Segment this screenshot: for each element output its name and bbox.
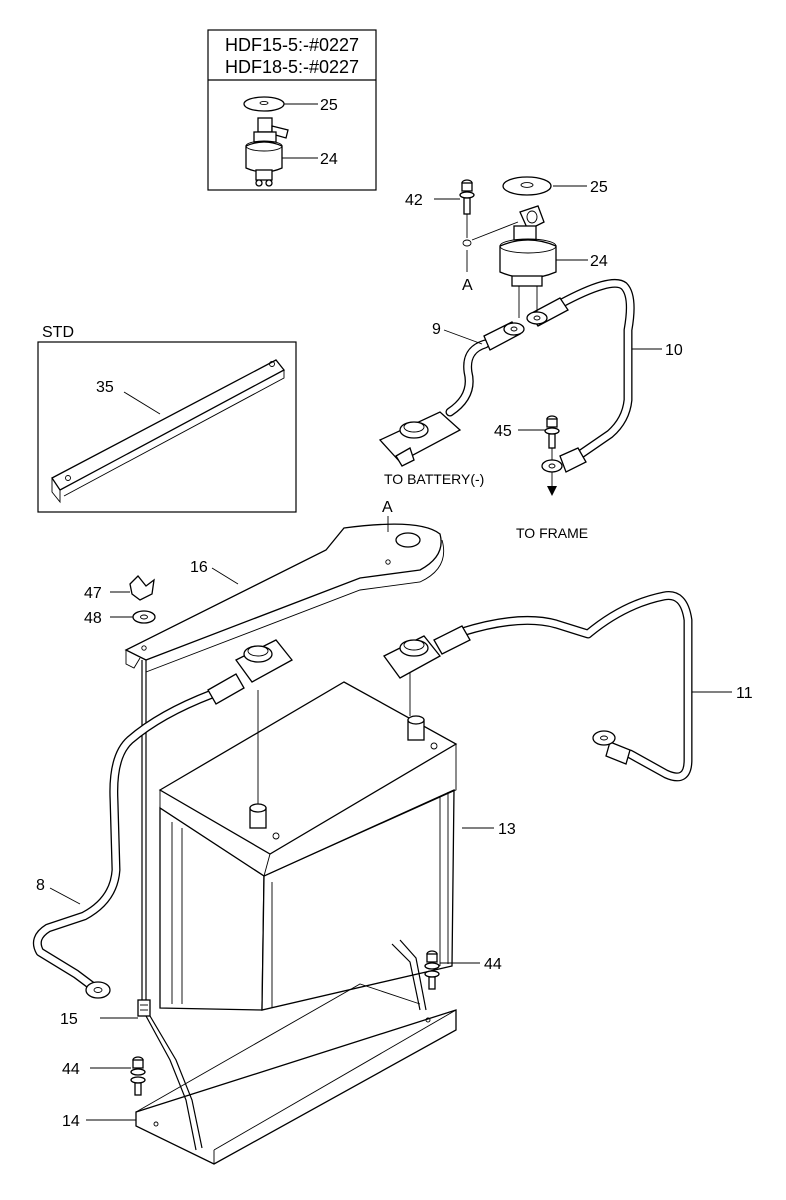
- callout-A-top: A: [462, 277, 473, 294]
- holddown-bracket-16: [124, 516, 445, 673]
- callout-47: 47: [84, 585, 102, 602]
- bolt-45: [518, 415, 560, 496]
- cable-11: [383, 591, 732, 782]
- callout-42: 42: [405, 192, 423, 209]
- inset-variant-box: HDF15-5:-#0227 HDF18-5:-#0227 25 24: [207, 29, 377, 191]
- battery-tray-14: [86, 939, 457, 1165]
- callout-A-bracket: A: [382, 499, 393, 516]
- callout-13: 13: [498, 821, 516, 838]
- inset-header-line2: HDF18-5:-#0227: [225, 57, 359, 77]
- callout-48: 48: [84, 610, 102, 627]
- to-battery-label: TO BATTERY(-): [384, 471, 484, 487]
- inset-key-switch-24: [245, 117, 318, 187]
- bolt-44-left: [90, 1056, 146, 1096]
- callout-24: 24: [590, 253, 608, 270]
- callout-8: 8: [36, 877, 45, 894]
- callout-10: 10: [665, 342, 683, 359]
- inset-header-line1: HDF15-5:-#0227: [225, 35, 359, 55]
- bolt-42: [434, 179, 475, 247]
- callout-11: 11: [736, 685, 753, 702]
- inset-washer-25: [243, 96, 318, 112]
- callout-14: 14: [62, 1113, 80, 1130]
- callout-44-right: 44: [484, 956, 502, 973]
- cable-10: [526, 278, 662, 473]
- key-switch-24: [499, 205, 588, 287]
- washer-25: [502, 176, 587, 196]
- std-label-35: 35: [96, 379, 114, 396]
- bolt-44-right: [424, 950, 480, 990]
- to-frame-label: TO FRAME: [516, 525, 588, 541]
- washer-48: [110, 610, 156, 624]
- inset-label-24: 24: [320, 151, 338, 168]
- callout-45: 45: [494, 423, 512, 440]
- callout-9: 9: [432, 321, 441, 338]
- callout-16: 16: [190, 559, 208, 576]
- cable-8: [32, 639, 293, 999]
- inset-label-25: 25: [320, 97, 338, 114]
- std-box: STD 35: [37, 324, 297, 513]
- battery-13: [158, 672, 494, 1011]
- j-bolt-15: [100, 660, 151, 1019]
- std-title: STD: [42, 324, 74, 341]
- callout-44-left: 44: [62, 1061, 80, 1078]
- callout-25: 25: [590, 179, 608, 196]
- callout-15: 15: [60, 1011, 78, 1028]
- cable-9: [378, 286, 525, 467]
- std-strip-35: [51, 359, 285, 504]
- wing-nut-47: [110, 575, 155, 601]
